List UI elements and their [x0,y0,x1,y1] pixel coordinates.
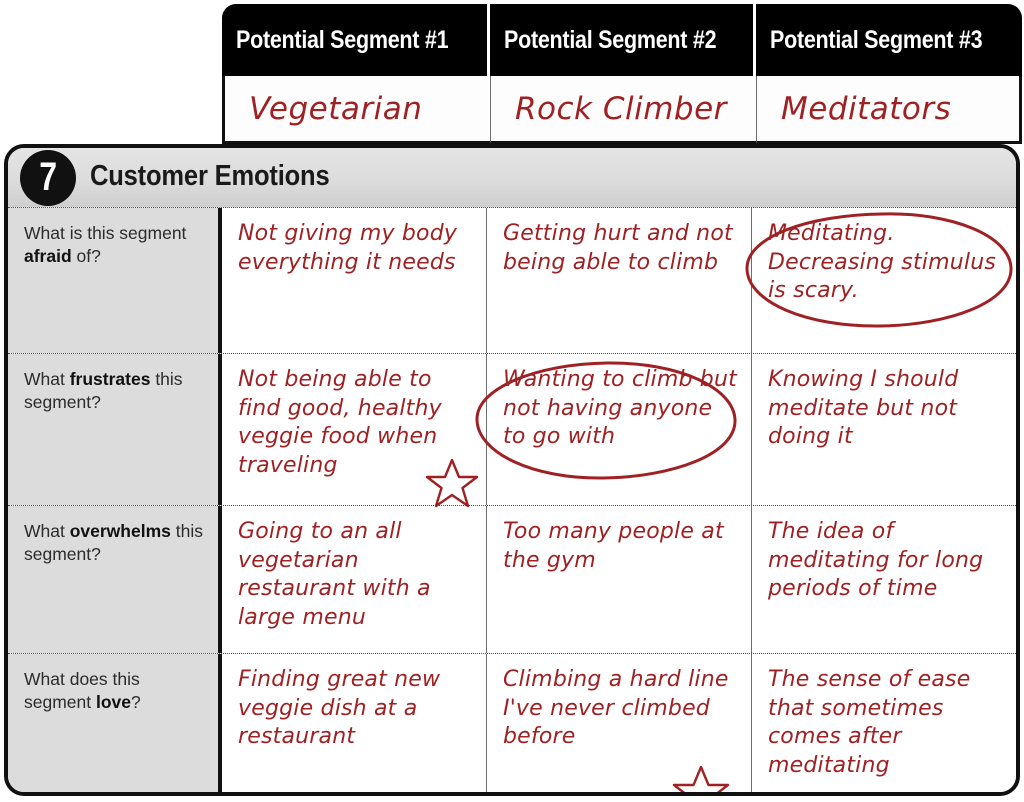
worksheet-body: 7 Customer Emotions What is this segment… [4,144,1020,796]
segment-column-3: Potential Segment #3 Meditators [756,4,1022,144]
segment-name-2: Rock Climber [515,90,727,127]
segment-tab-3[interactable]: Potential Segment #3 [756,4,1022,76]
answer-text: Not being able to find good, healthy veg… [238,367,442,478]
segment-tab-1[interactable]: Potential Segment #1 [222,4,490,76]
section-title: Customer Emotions [90,160,330,192]
section-header-bar: 7 Customer Emotions [8,148,1016,208]
question-prefix: What [24,521,70,541]
answer-text: Not giving my body everything it needs [238,221,458,275]
answer-cell-frustrates-vegetarian[interactable]: Not being able to find good, healthy veg… [222,354,487,508]
segment-tab-label-1: Potential Segment #1 [236,25,449,54]
answer-cell-frustrates-rock-climber[interactable]: Wanting to climb but not having anyone t… [475,354,752,505]
question-suffix: ? [131,692,141,713]
answer-cell-overwhelms-rock-climber[interactable]: Too many people at the gym [487,506,752,653]
table-row: What does this segment love? Finding gre… [8,654,1016,792]
segment-tab-divider-2 [753,4,756,76]
question-suffix: this segment? [24,369,183,413]
question-suffix: this segment? [24,521,203,565]
emotions-grid: What is this segment afraid of? Not givi… [8,208,1016,792]
question-text-overwhelms: What overwhelms this segment? [24,520,206,566]
segment-tab-label-2: Potential Segment #2 [504,25,717,54]
question-cell-love: What does this segment love? [8,654,222,792]
answer-text: Wanting to climb but not having anyone t… [503,367,737,450]
answer-cell-overwhelms-vegetarian[interactable]: Going to an all vegetarian restaurant wi… [222,506,487,653]
answer-cell-overwhelms-meditators[interactable]: The idea of meditating for long periods … [752,506,1016,653]
question-emphasis: love [95,692,132,713]
table-row: What frustrates this segment? Not being … [8,354,1016,508]
section-number-badge: 7 [20,150,76,206]
segment-name-cell-3[interactable]: Meditators [756,76,1022,144]
answer-text: The idea of meditating for long periods … [768,519,984,602]
question-text-frustrates: What frustrates this segment? [24,368,206,414]
answer-cell-love-vegetarian[interactable]: Finding great new veggie dish at a resta… [222,654,487,792]
question-suffix: of? [71,246,101,267]
segment-headers: Potential Segment #1 Vegetarian Potentia… [222,4,1022,144]
answer-cell-love-rock-climber[interactable]: Climbing a hard line I've never climbed … [487,654,752,792]
answer-cell-afraid-vegetarian[interactable]: Not giving my body everything it needs [222,208,487,353]
answer-text: Too many people at the gym [503,519,724,573]
answer-cell-afraid-rock-climber[interactable]: Getting hurt and not being able to climb [487,208,752,353]
answer-text: Climbing a hard line I've never climbed … [503,667,729,750]
answer-text: Going to an all vegetarian restaurant wi… [238,519,431,630]
answer-text: Knowing I should meditate but not doing … [768,367,959,450]
answer-cell-love-meditators[interactable]: The sense of ease that sometimes comes a… [752,654,1016,792]
question-emphasis: frustrates [69,369,151,389]
question-prefix: What is this segment [24,223,187,243]
answer-cell-frustrates-meditators[interactable]: Knowing I should meditate but not doing … [752,354,1016,505]
table-row: What is this segment afraid of? Not givi… [8,208,1016,354]
star-annotation-icon [672,764,730,792]
segment-name-1: Vegetarian [249,90,423,127]
question-cell-frustrates: What frustrates this segment? [8,354,222,505]
question-prefix: What does this segment [24,669,140,713]
segment-tab-label-3: Potential Segment #3 [770,25,983,54]
segment-name-cell-2[interactable]: Rock Climber [490,76,756,144]
section-number: 7 [39,155,57,199]
segment-column-2: Potential Segment #2 Rock Climber [490,4,756,144]
segment-column-1: Potential Segment #1 Vegetarian [222,4,490,144]
answer-text: Finding great new veggie dish at a resta… [238,667,441,750]
table-row: What overwhelms this segment? Going to a… [8,506,1016,654]
segment-name-3: Meditators [781,90,952,127]
question-text-afraid: What is this segment afraid of? [24,222,206,268]
question-emphasis: overwhelms [69,521,171,541]
answer-text: Getting hurt and not being able to climb [503,221,733,275]
segment-tab-divider-1 [487,4,490,76]
answer-text: Meditating. Decreasing stimulus is scary… [768,221,997,304]
segment-name-cell-1[interactable]: Vegetarian [222,76,490,144]
answer-text: The sense of ease that sometimes comes a… [768,667,971,778]
answer-cell-afraid-meditators[interactable]: Meditating. Decreasing stimulus is scary… [745,208,1016,353]
question-cell-overwhelms: What overwhelms this segment? [8,506,222,653]
question-text-love: What does this segment love? [24,668,206,714]
question-prefix: What [24,369,70,389]
segment-tab-2[interactable]: Potential Segment #2 [490,4,756,76]
question-emphasis: afraid [24,246,72,267]
question-cell-afraid: What is this segment afraid of? [8,208,222,353]
